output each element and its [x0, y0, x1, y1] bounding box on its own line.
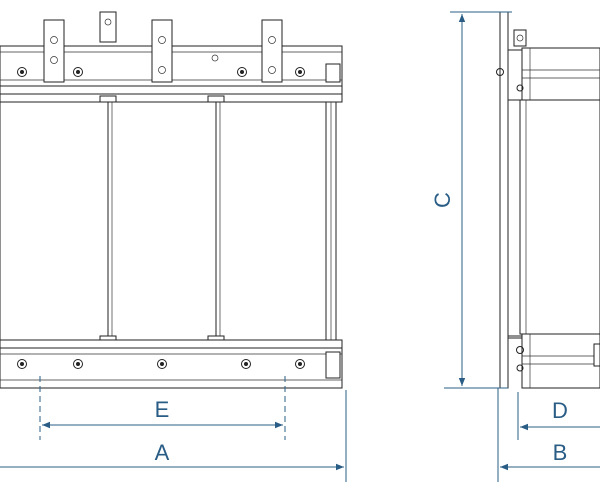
- front-dimensions: [0, 376, 347, 482]
- side-terminal: [513, 29, 527, 47]
- coil-middle: [107, 101, 217, 341]
- side-dimensions: [444, 11, 600, 482]
- coils: [0, 95, 337, 343]
- bottom-bolts: [17, 351, 341, 379]
- side-top-clamp: [521, 47, 600, 101]
- dimension-label-c: C: [430, 192, 455, 208]
- front-view: E A: [0, 11, 347, 482]
- top-terminals: [43, 11, 283, 83]
- top-rail: [0, 85, 343, 95]
- dimension-label-d: D: [552, 398, 568, 423]
- side-bottom-clamp: [521, 333, 600, 389]
- top-rail-lower: [0, 93, 343, 103]
- side-view: C D B: [430, 11, 600, 482]
- coil-left: [0, 101, 109, 341]
- dimension-label-e: E: [155, 397, 170, 422]
- bottom-rail-upper: [0, 339, 343, 349]
- top-bolts: [17, 63, 341, 83]
- coil-right: [215, 101, 327, 341]
- dimension-label-a: A: [155, 440, 170, 465]
- side-coil: [519, 99, 600, 335]
- dimension-label-b: B: [553, 440, 568, 465]
